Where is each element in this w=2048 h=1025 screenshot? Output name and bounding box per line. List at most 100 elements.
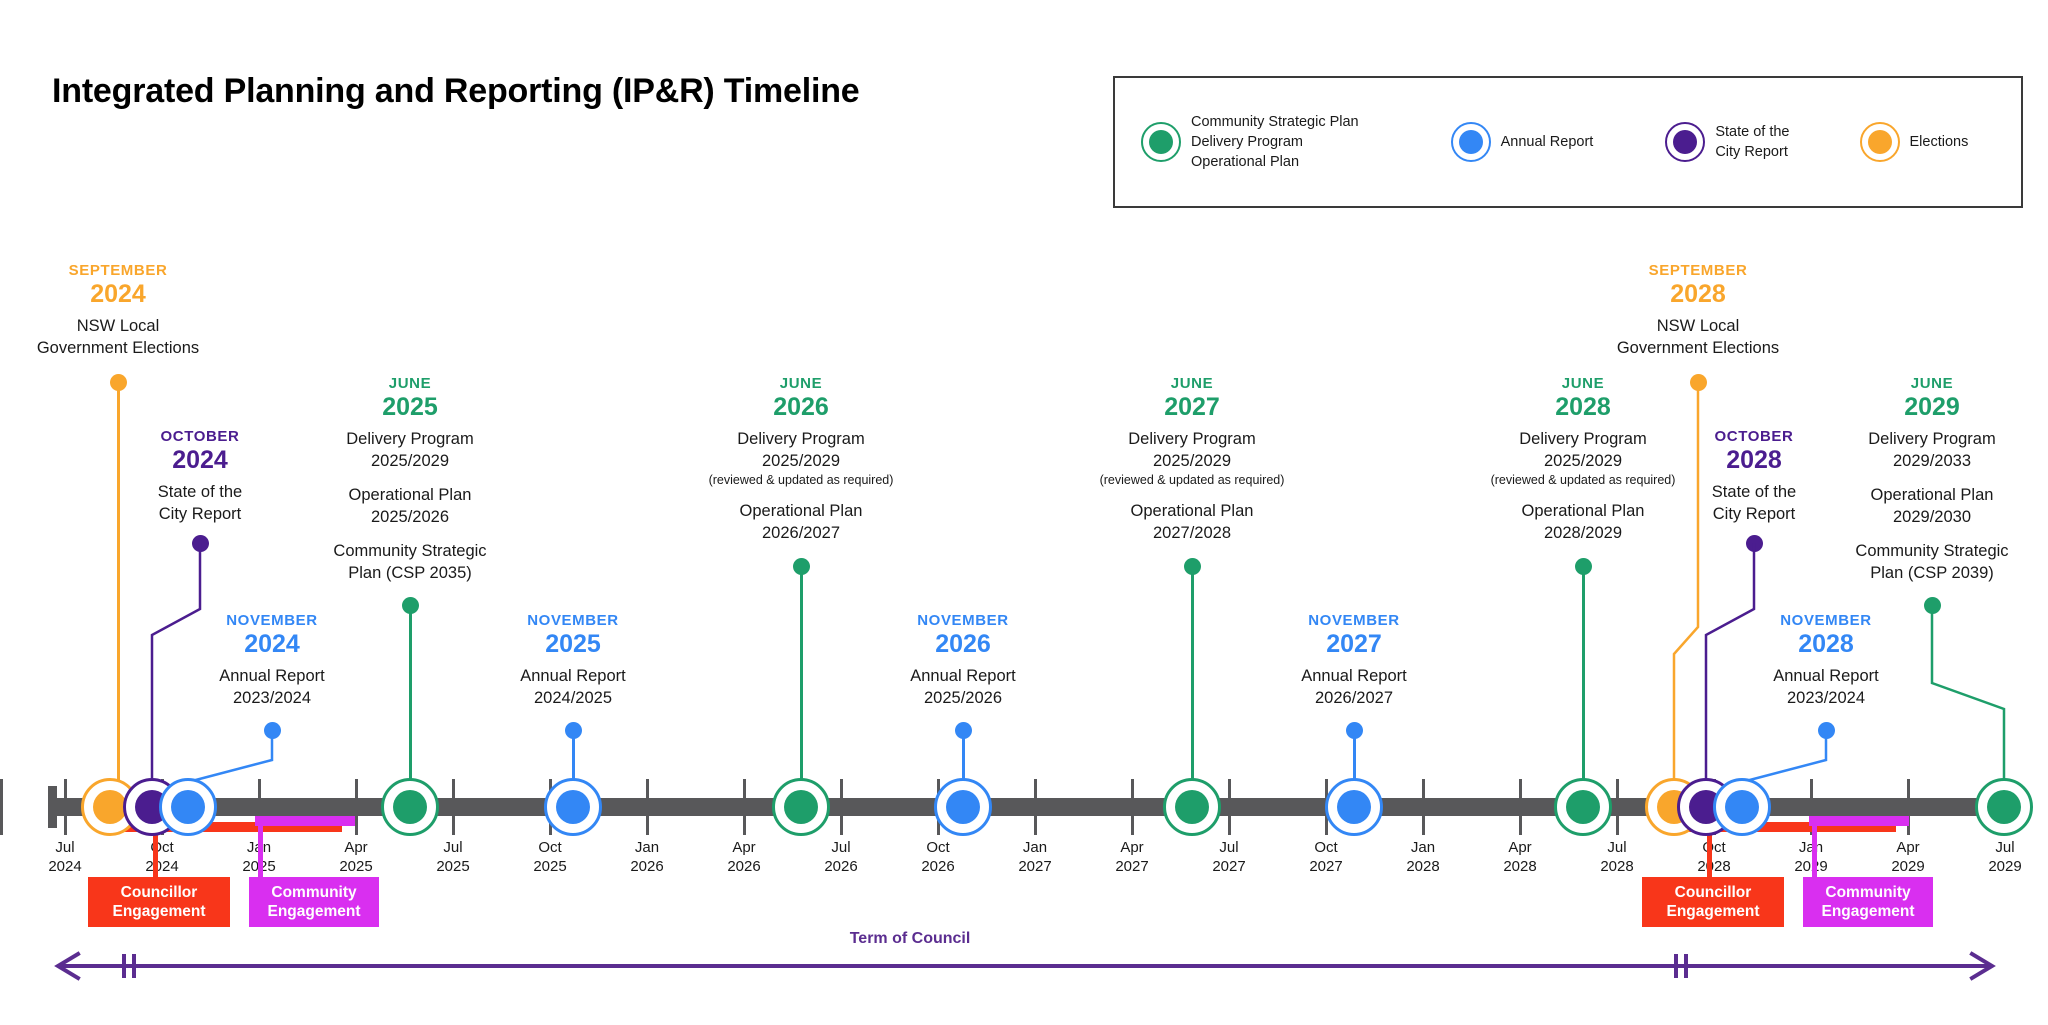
legend-item-state-of-city: State of the City Report — [1665, 122, 1790, 162]
axis-tick — [1810, 779, 1813, 835]
timeline-marker-plans-june-2029[interactable] — [1975, 778, 2033, 836]
event-annual-report-2027: NOVEMBER 2027 Annual Report 2026/2027 — [1224, 612, 1484, 709]
timeline-marker-plans-june-2027[interactable] — [1163, 778, 1221, 836]
axis-tick-label: Jul 2026 — [824, 839, 858, 875]
event-line: Delivery Program — [1519, 430, 1647, 448]
event-annual-report-2024: NOVEMBER 2024 Annual Report 2023/2024 — [142, 612, 402, 709]
event-block: Delivery Program 2025/2029 (reviewed & u… — [671, 428, 931, 488]
event-plans-june-2029: JUNE 2029 Delivery Program 2029/2033 Ope… — [1802, 375, 2048, 584]
event-line: City Report — [1712, 505, 1796, 523]
event-line: Government Elections — [36, 339, 200, 357]
event-line: Delivery Program — [1128, 430, 1256, 448]
axis-tick — [355, 779, 358, 835]
event-block: NSW Local Government Elections — [0, 315, 248, 359]
event-year: 2024 — [244, 630, 300, 658]
event-stem-plans-june-2028 — [1582, 566, 1585, 795]
axis-tick-label: Apr 2029 — [1891, 839, 1925, 875]
event-year: 2027 — [1164, 393, 1220, 421]
axis-tick-label: Apr 2025 — [339, 839, 373, 875]
event-line: Government Elections — [1616, 339, 1780, 357]
event-line: City Report — [158, 505, 242, 523]
event-plans-june-2026: JUNE 2026 Delivery Program 2025/2029 (re… — [671, 375, 931, 544]
event-block: Operational Plan 2029/2030 — [1802, 484, 2048, 528]
community-engagement-bar-2 — [1809, 816, 1909, 826]
event-line: Annual Report — [219, 667, 325, 685]
event-annual-report-2028: NOVEMBER 2028 Annual Report 2023/2024 — [1696, 612, 1956, 709]
term-of-council-label: Term of Council — [849, 930, 971, 947]
axis-tick-label: Jul 2027 — [1212, 839, 1246, 875]
event-month: OCTOBER — [160, 428, 240, 445]
event-line: Plan (CSP 2039) — [1870, 564, 1994, 582]
event-year: 2027 — [1326, 630, 1382, 658]
event-line: Operational Plan — [739, 502, 863, 520]
axis-tick — [1907, 779, 1910, 835]
timeline-marker-annual-report-2024[interactable] — [159, 778, 217, 836]
event-line: 2026/2027 — [1315, 689, 1393, 707]
event-line: 2024/2025 — [534, 689, 612, 707]
event-month: JUNE — [388, 375, 432, 392]
event-block: Annual Report 2023/2024 — [142, 665, 402, 709]
event-year: 2029 — [1904, 393, 1960, 421]
event-line: 2023/2024 — [1787, 689, 1865, 707]
event-stem-annual-report-2026 — [962, 730, 965, 795]
event-leader-elections-2028 — [1660, 382, 1720, 797]
event-line: 2025/2026 — [924, 689, 1002, 707]
event-line: Annual Report — [910, 667, 1016, 685]
event-line: NSW Local — [1656, 317, 1740, 335]
timeline-bar — [48, 798, 2005, 816]
axis-tick-label: Jul 2029 — [1988, 839, 2022, 875]
axis-tick-label: Oct 2028 — [1697, 839, 1731, 875]
axis-tick — [1422, 779, 1425, 835]
event-month: SEPTEMBER — [68, 262, 168, 279]
event-block: Community Strategic Plan (CSP 2039) — [1802, 540, 2048, 584]
legend-item-annual-report: Annual Report — [1450, 122, 1594, 162]
axis-tick — [452, 779, 455, 835]
event-line: Community Strategic — [333, 542, 487, 560]
axis-tick-label: Jan 2028 — [1406, 839, 1440, 875]
councillor-engagement-stem-1 — [153, 822, 158, 886]
event-elections-2024: SEPTEMBER 2024 NSW Local Government Elec… — [0, 262, 248, 359]
event-block: Operational Plan 2027/2028 — [1062, 500, 1322, 544]
event-year: 2028 — [1555, 393, 1611, 421]
event-month: JUNE — [1561, 375, 1605, 392]
event-block: Delivery Program 2025/2029 (reviewed & u… — [1453, 428, 1713, 488]
event-month: NOVEMBER — [527, 612, 619, 629]
event-year: 2025 — [382, 393, 438, 421]
legend-box: Community Strategic Plan Delivery Progra… — [1113, 76, 2023, 208]
axis-tick — [1034, 779, 1037, 835]
event-stem-plans-june-2027 — [1191, 566, 1194, 795]
event-month: NOVEMBER — [1308, 612, 1400, 629]
timeline-marker-annual-report-2028[interactable] — [1713, 778, 1771, 836]
timeline-marker-annual-report-2026[interactable] — [934, 778, 992, 836]
event-line: Delivery Program — [737, 430, 865, 448]
event-block: Delivery Program 2025/2029 (reviewed & u… — [1062, 428, 1322, 488]
timeline-marker-plans-june-2026[interactable] — [772, 778, 830, 836]
event-block: Delivery Program 2029/2033 — [1802, 428, 2048, 472]
axis-tick-label: Jul 2025 — [436, 839, 470, 875]
event-year: 2026 — [773, 393, 829, 421]
axis-tick — [1228, 779, 1231, 835]
legend-label-annual-report: Annual Report — [1500, 134, 1594, 150]
event-line: Operational Plan — [1521, 502, 1645, 520]
event-line: 2025/2029 — [1544, 452, 1622, 470]
axis-tick — [646, 779, 649, 835]
axis-tick-label: Jan 2029 — [1794, 839, 1828, 875]
event-block: Operational Plan 2025/2026 — [280, 484, 540, 528]
event-line: Plan (CSP 2035) — [348, 564, 472, 582]
orange-ring-icon — [1859, 122, 1900, 162]
event-line: Operational Plan — [348, 486, 472, 504]
timeline-marker-annual-report-2025[interactable] — [544, 778, 602, 836]
councillor-engagement-bar-1 — [120, 822, 342, 832]
timeline-marker-annual-report-2027[interactable] — [1325, 778, 1383, 836]
legend-label-elections: Elections — [1909, 134, 1969, 150]
timeline-marker-plans-june-2028[interactable] — [1554, 778, 1612, 836]
timeline-marker-plans-june-2025[interactable] — [381, 778, 439, 836]
blue-ring-icon — [1450, 122, 1491, 162]
event-stem-annual-report-2025 — [572, 730, 575, 795]
legend-item-elections: Elections — [1859, 122, 1969, 162]
event-block: Annual Report 2025/2026 — [833, 665, 1093, 709]
axis-tick — [1519, 779, 1522, 835]
event-line: State of the — [1711, 483, 1797, 501]
event-block: NSW Local Government Elections — [1568, 315, 1828, 359]
